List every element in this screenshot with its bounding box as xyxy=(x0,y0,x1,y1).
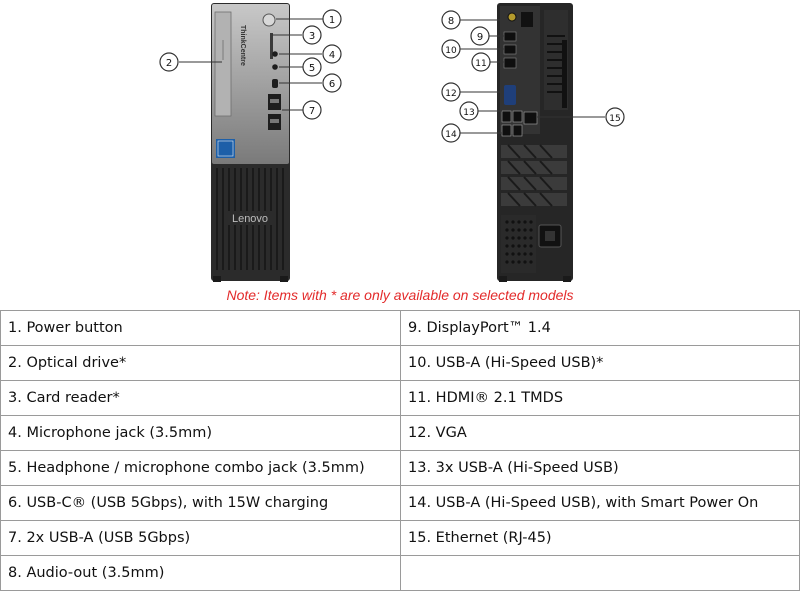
svg-text:9: 9 xyxy=(477,32,483,43)
availability-note: Note: Items with * are only available on… xyxy=(226,287,574,303)
port-cell: 14. USB-A (Hi-Speed USB), with Smart Pow… xyxy=(400,485,800,521)
svg-text:5: 5 xyxy=(309,63,315,74)
computer-diagram: ThinkCentre Lenovo 1 xyxy=(159,3,625,282)
port-cell: 8. Audio-out (3.5mm) xyxy=(0,555,401,591)
processor-sticker xyxy=(216,139,235,158)
callout-5: 5 xyxy=(302,57,322,77)
callout-6: 6 xyxy=(322,73,342,93)
svg-text:4: 4 xyxy=(329,50,335,61)
usb-c-port-graphic xyxy=(272,79,278,88)
port-cell: 6. USB-C® (USB 5Gbps), with 15W charging xyxy=(0,485,401,521)
callout-1: 1 xyxy=(322,9,342,29)
table-row: 8. Audio-out (3.5mm) xyxy=(0,555,800,591)
rear-callouts xyxy=(460,19,605,134)
port-cell-empty xyxy=(400,555,800,591)
svg-text:10: 10 xyxy=(445,46,457,56)
port-cell: 9. DisplayPort™ 1.4 xyxy=(400,310,800,346)
port-cell: 2. Optical drive* xyxy=(0,345,401,381)
svg-text:7: 7 xyxy=(309,106,315,117)
displayport-graphic xyxy=(503,31,517,42)
table-row: 1. Power button 9. DisplayPort™ 1.4 xyxy=(0,310,800,346)
svg-text:13: 13 xyxy=(463,108,474,118)
callout-3: 3 xyxy=(302,25,322,45)
ethernet-port-graphic xyxy=(523,111,538,125)
port-cell: 15. Ethernet (RJ-45) xyxy=(400,520,800,556)
rear-usb-a-graphic xyxy=(512,124,523,137)
front-sub-brand: ThinkCentre xyxy=(239,25,246,66)
port-cell: 3. Card reader* xyxy=(0,380,401,416)
callout-7: 7 xyxy=(302,100,322,120)
port-cell: 1. Power button xyxy=(0,310,401,346)
svg-text:8: 8 xyxy=(448,16,454,27)
table-row: 6. USB-C® (USB 5Gbps), with 15W charging… xyxy=(0,485,800,521)
optical-drive-slot xyxy=(214,11,232,117)
callout-11: 11 xyxy=(471,52,491,72)
hdmi-graphic xyxy=(503,57,517,69)
port-cell: 13. 3x USB-A (Hi-Speed USB) xyxy=(400,450,800,486)
rear-usb-a-graphic xyxy=(501,124,512,137)
power-button-graphic xyxy=(262,13,276,27)
svg-text:1: 1 xyxy=(329,15,335,26)
port-cell: 12. VGA xyxy=(400,415,800,451)
front-brand-logo: Lenovo xyxy=(232,213,268,225)
svg-text:15: 15 xyxy=(609,114,620,124)
rear-view xyxy=(497,3,573,282)
callout-8: 8 xyxy=(441,10,461,30)
mic-jack-graphic xyxy=(272,51,278,57)
table-row: 7. 2x USB-A (USB 5Gbps) 15. Ethernet (RJ… xyxy=(0,520,800,556)
svg-text:12: 12 xyxy=(445,89,456,99)
front-callouts xyxy=(179,18,323,111)
callout-10: 10 xyxy=(441,39,461,59)
table-row: 4. Microphone jack (3.5mm) 12. VGA xyxy=(0,415,800,451)
vga-graphic xyxy=(504,85,516,105)
front-view: ThinkCentre Lenovo xyxy=(211,3,290,282)
rear-usb-a-graphic xyxy=(512,110,523,123)
card-reader-slot xyxy=(270,33,273,59)
svg-text:14: 14 xyxy=(445,130,457,140)
svg-text:3: 3 xyxy=(309,31,315,42)
svg-text:2: 2 xyxy=(166,58,172,69)
callout-9: 9 xyxy=(470,26,490,46)
callout-4: 4 xyxy=(322,44,342,64)
port-cell: 4. Microphone jack (3.5mm) xyxy=(0,415,401,451)
expansion-slots xyxy=(501,144,567,207)
callout-15: 15 xyxy=(605,107,625,127)
table-row: 2. Optical drive* 10. USB-A (Hi-Speed US… xyxy=(0,345,800,381)
callout-2: 2 xyxy=(159,52,179,72)
combo-jack-graphic xyxy=(272,64,278,70)
svg-text:11: 11 xyxy=(475,59,486,69)
svg-text:6: 6 xyxy=(329,79,335,90)
table-row: 5. Headphone / microphone combo jack (3.… xyxy=(0,450,800,486)
rear-usb-a-optional-graphic xyxy=(503,44,517,55)
port-cell: 10. USB-A (Hi-Speed USB)* xyxy=(400,345,800,381)
psu-vent xyxy=(501,215,536,273)
table-row: 3. Card reader* 11. HDMI® 2.1 TMDS xyxy=(0,380,800,416)
rear-usb-a-graphic xyxy=(501,110,512,123)
port-cell: 7. 2x USB-A (USB 5Gbps) xyxy=(0,520,401,556)
ports-table: 1. Power button 9. DisplayPort™ 1.4 2. O… xyxy=(0,310,800,591)
callout-13: 13 xyxy=(459,101,479,121)
port-cell: 5. Headphone / microphone combo jack (3.… xyxy=(0,450,401,486)
port-cell: 11. HDMI® 2.1 TMDS xyxy=(400,380,800,416)
callout-14: 14 xyxy=(441,123,461,143)
callout-12: 12 xyxy=(441,82,461,102)
